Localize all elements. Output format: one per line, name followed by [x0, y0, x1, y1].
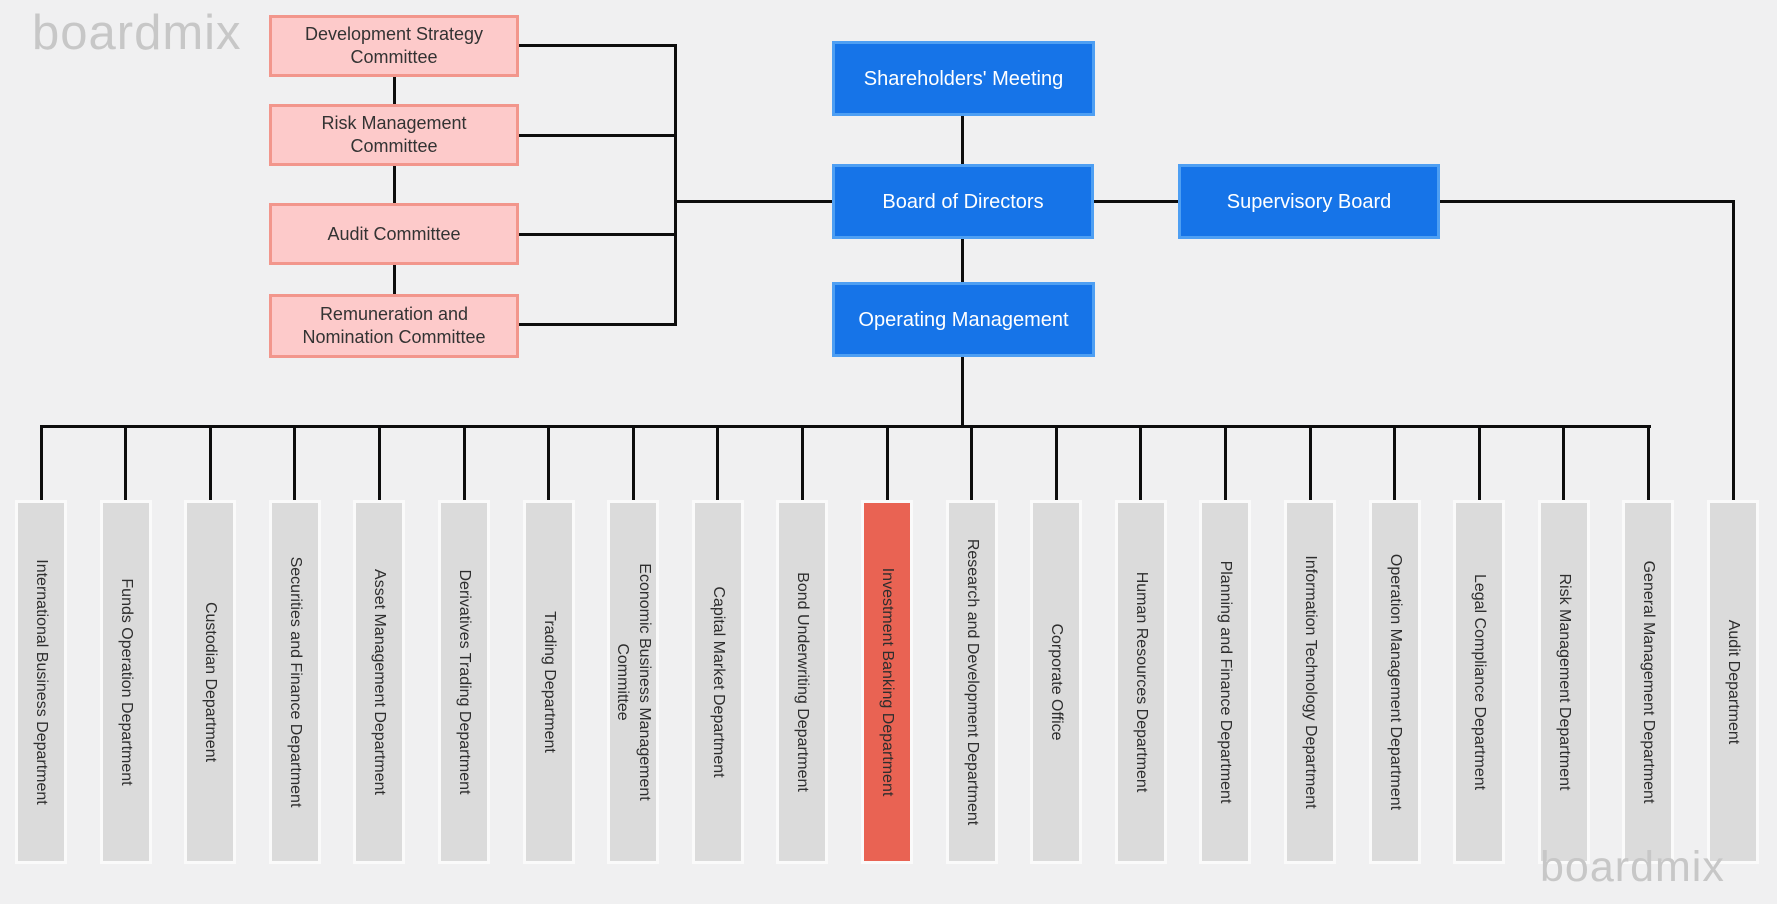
department-box[interactable]: General Management Department [1622, 500, 1674, 864]
connector-line[interactable] [393, 265, 396, 294]
department-box[interactable]: Corporate Office [1030, 500, 1082, 864]
department-label: Legal Compliance Department [1471, 573, 1488, 791]
department-label: Economic Business Management Committee [614, 563, 653, 801]
department-box[interactable]: Research and Development Department [946, 500, 998, 864]
supervisory-board-box[interactable]: Supervisory Board [1178, 164, 1440, 239]
department-label: Human Resources Department [1133, 571, 1150, 793]
department-box[interactable]: Derivatives Trading Department [438, 500, 490, 864]
department-box[interactable]: Audit Department [1707, 500, 1759, 864]
department-label: Bond Underwriting Department [794, 572, 811, 792]
department-label: Information Technology Department [1302, 555, 1319, 809]
department-label: General Management Department [1640, 560, 1657, 804]
connector-line[interactable] [1478, 427, 1481, 500]
department-label: Capital Market Department [710, 586, 727, 778]
department-box[interactable]: Bond Underwriting Department [776, 500, 828, 864]
department-label: Corporate Office [1048, 623, 1065, 741]
connector-line[interactable] [1309, 427, 1312, 500]
department-box[interactable]: Information Technology Department [1284, 500, 1336, 864]
connector-line[interactable] [1093, 200, 1178, 203]
department-box[interactable]: Human Resources Department [1115, 500, 1167, 864]
node-label: Supervisory Board [1226, 190, 1392, 213]
connector-line[interactable] [1732, 200, 1735, 500]
connector-line[interactable] [961, 116, 964, 164]
department-box-highlighted[interactable]: Investment Banking Department [861, 500, 913, 864]
connector-line[interactable] [801, 427, 804, 500]
connector-line[interactable] [519, 233, 677, 236]
connector-line[interactable] [886, 427, 889, 500]
department-label: Risk Management Department [1556, 573, 1573, 791]
department-box[interactable]: Capital Market Department [692, 500, 744, 864]
connector-line[interactable] [1224, 427, 1227, 500]
boardmix-watermark: boardmix [32, 6, 242, 60]
department-label: Custodian Department [202, 601, 219, 763]
connector-line[interactable] [677, 200, 832, 203]
connector-line[interactable] [547, 427, 550, 500]
department-label: Derivatives Trading Department [456, 569, 473, 795]
connector-line[interactable] [1647, 427, 1650, 500]
connector-line[interactable] [632, 427, 635, 500]
department-label: Research and Development Department [964, 538, 981, 826]
committee-label: Audit Committee [327, 223, 461, 244]
department-box[interactable]: Securities and Finance Department [269, 500, 321, 864]
department-label: Operation Management Department [1387, 553, 1404, 811]
department-box[interactable]: Asset Management Department [353, 500, 405, 864]
connector-line[interactable] [716, 427, 719, 500]
department-label: Investment Banking Department [879, 567, 896, 797]
committee-box[interactable]: Remuneration and Nomination Committee [269, 294, 519, 358]
department-box[interactable]: Custodian Department [184, 500, 236, 864]
connector-line[interactable] [1055, 427, 1058, 500]
department-label: Audit Department [1725, 619, 1742, 745]
connector-line[interactable] [293, 427, 296, 500]
connector-line[interactable] [674, 44, 677, 326]
connector-line[interactable] [393, 77, 396, 105]
connector-line[interactable] [124, 427, 127, 500]
committee-label: Risk Management Committee [321, 113, 467, 156]
department-box[interactable]: Trading Department [523, 500, 575, 864]
department-box[interactable]: International Business Department [15, 500, 67, 864]
committee-box[interactable]: Audit Committee [269, 203, 519, 265]
department-box[interactable]: Planning and Finance Department [1199, 500, 1251, 864]
shareholders-meeting-box[interactable]: Shareholders' Meeting [832, 41, 1095, 116]
connector-line[interactable] [519, 323, 677, 326]
node-label: Operating Management [858, 308, 1069, 331]
connector-line[interactable] [961, 239, 964, 282]
connector-line[interactable] [1139, 427, 1142, 500]
committee-label: Development Strategy Committee [304, 24, 484, 67]
node-label: Shareholders' Meeting [863, 67, 1064, 90]
department-label: Trading Department [541, 611, 558, 753]
connector-line[interactable] [1440, 200, 1735, 203]
department-label: Planning and Finance Department [1217, 560, 1234, 804]
committee-box[interactable]: Risk Management Committee [269, 104, 519, 166]
connector-line[interactable] [519, 44, 677, 47]
operating-management-box[interactable]: Operating Management [832, 282, 1095, 357]
department-label: Funds Operation Department [118, 578, 135, 786]
connector-line[interactable] [378, 427, 381, 500]
connector-line[interactable] [209, 427, 212, 500]
node-label: Board of Directors [882, 190, 1044, 213]
connector-line[interactable] [1393, 427, 1396, 500]
connector-line[interactable] [40, 427, 43, 500]
committee-box[interactable]: Development Strategy Committee [269, 15, 519, 77]
connector-line[interactable] [961, 357, 964, 427]
department-box[interactable]: Risk Management Department [1538, 500, 1590, 864]
department-box[interactable]: Funds Operation Department [100, 500, 152, 864]
department-box[interactable]: Operation Management Department [1369, 500, 1421, 864]
connector-line[interactable] [393, 166, 396, 203]
connector-line[interactable] [40, 425, 1651, 428]
connector-line[interactable] [970, 427, 973, 500]
department-label: International Business Department [33, 559, 50, 805]
board-of-directors-box[interactable]: Board of Directors [832, 164, 1094, 239]
department-label: Asset Management Department [371, 569, 388, 795]
committee-label: Remuneration and Nomination Committee [302, 304, 486, 347]
department-box[interactable]: Legal Compliance Department [1453, 500, 1505, 864]
connector-line[interactable] [463, 427, 466, 500]
connector-line[interactable] [1562, 427, 1565, 500]
connector-line[interactable] [519, 134, 677, 137]
department-label: Securities and Finance Department [287, 556, 304, 808]
department-box[interactable]: Economic Business Management Committee [607, 500, 659, 864]
